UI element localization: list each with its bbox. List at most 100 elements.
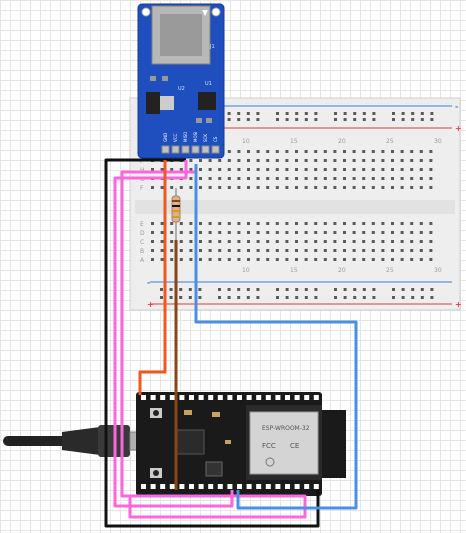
esp32-top-pin [150, 395, 156, 400]
breadboard-hole [343, 177, 346, 180]
breadboard-hole [343, 231, 346, 234]
breadboard-hole [410, 186, 414, 189]
rail-hole [411, 112, 415, 115]
rail-hole [334, 112, 337, 115]
breadboard-hole [256, 249, 260, 252]
esp32-bottom-pin [275, 484, 281, 489]
breadboard-hole [410, 168, 414, 171]
breadboard-hole [170, 231, 174, 234]
rail-hole [246, 296, 250, 299]
rail-hole [179, 288, 183, 291]
breadboard-hole [275, 258, 279, 261]
column-number-25-top: 25 [386, 138, 394, 145]
breadboard-hole [237, 249, 241, 252]
wire-mosi-pink [120, 164, 307, 519]
rail-hole [401, 288, 405, 291]
breadboard-hole [323, 177, 327, 180]
smd-component-3 [225, 440, 231, 444]
breadboard-hole [362, 159, 366, 162]
wroom-logo-mark [265, 457, 275, 467]
esp32-bottom-pin [160, 484, 166, 489]
breadboard-hole [208, 240, 212, 243]
breadboard-hole [304, 231, 308, 234]
rail-hole [246, 118, 250, 121]
breadboard-hole [429, 258, 433, 261]
breadboard-hole [352, 240, 356, 243]
breadboard-hole [285, 186, 289, 189]
sd-regulator-body [146, 92, 160, 114]
sd-pin-label-miso: MISO [183, 132, 188, 142]
rail-hole [392, 112, 395, 115]
breadboard-hole [429, 150, 433, 153]
esp32-top-pin [217, 395, 223, 400]
breadboard-hole [275, 168, 279, 171]
breadboard-hole [371, 231, 375, 234]
breadboard-hole [429, 240, 433, 243]
sd-header-pin [171, 145, 180, 154]
rail-hole [304, 118, 308, 121]
breadboard-hole [237, 222, 241, 225]
breadboard-hole [227, 150, 231, 153]
sd-insert-arrow-icon [202, 10, 208, 16]
rail-hole [372, 112, 376, 115]
breadboard-hole [218, 177, 222, 180]
breadboard-hole [160, 231, 164, 234]
breadboard-hole [314, 222, 318, 225]
esp32-top-pin [237, 395, 242, 400]
breadboard-hole [237, 150, 241, 153]
breadboard-hole [208, 177, 212, 180]
breadboard-hole [314, 240, 318, 243]
breadboard-hole [170, 186, 174, 189]
breadboard-hole [247, 258, 250, 261]
breadboard-hole [419, 168, 423, 171]
rail-hole [334, 296, 337, 299]
breadboard-hole [410, 159, 414, 162]
sd-smd-b [162, 76, 168, 81]
breadboard-hole [151, 231, 154, 234]
rail-hole [304, 112, 308, 115]
breadboard-hole [352, 177, 356, 180]
sd-header-pin [211, 145, 220, 154]
breadboard-hole [323, 258, 327, 261]
breadboard-hole [371, 177, 375, 180]
breadboard-hole [189, 222, 193, 225]
breadboard-hole [410, 177, 414, 180]
breadboard-hole [256, 159, 260, 162]
breadboard-hole [275, 222, 279, 225]
breadboard-hole [371, 150, 375, 153]
rail-hole [285, 118, 289, 121]
sd-smd-c [196, 118, 202, 123]
esp32-top-pin [285, 395, 290, 400]
breadboard-hole [429, 222, 433, 225]
bottom-rail-plus-sign-right: + [455, 300, 462, 309]
breadboard-hole [208, 231, 212, 234]
breadboard-hole [170, 258, 174, 261]
sd-smd-d [206, 118, 212, 123]
breadboard-hole [314, 159, 318, 162]
breadboard-hole [410, 231, 414, 234]
breadboard-hole [256, 231, 260, 234]
rail-hole [420, 118, 424, 121]
sd-header-pin [161, 145, 170, 154]
column-number-15-bottom: 15 [290, 267, 298, 274]
breadboard-hole [419, 222, 423, 225]
wroom-metal-shield [249, 411, 319, 475]
breadboard-hole [199, 177, 202, 180]
breadboard-hole [314, 258, 318, 261]
breadboard-hole [410, 249, 414, 252]
breadboard-hole [371, 249, 375, 252]
breadboard-hole [247, 240, 250, 243]
breadboard-hole [419, 159, 423, 162]
breadboard-hole [295, 258, 298, 261]
rail-hole [276, 118, 279, 121]
rail-hole [169, 296, 173, 299]
breadboard-hole [218, 222, 222, 225]
breadboard-hole [362, 177, 366, 180]
breadboard-hole [227, 186, 231, 189]
breadboard-hole [275, 177, 279, 180]
breadboard-hole [381, 222, 385, 225]
resistor-body [171, 195, 181, 223]
breadboard-hole [362, 168, 366, 171]
en-button-cap [153, 410, 159, 416]
breadboard-hole [189, 159, 193, 162]
